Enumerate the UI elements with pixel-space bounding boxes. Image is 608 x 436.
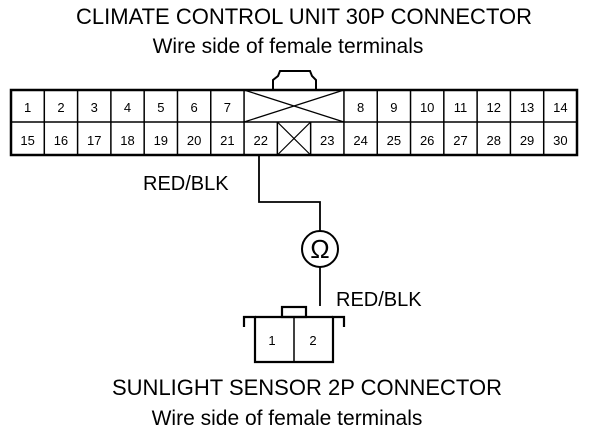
blocked-cavity-cross bbox=[276, 121, 312, 156]
pin-30: 30 bbox=[553, 133, 567, 148]
pin-8: 8 bbox=[357, 100, 364, 115]
pin-27: 27 bbox=[453, 133, 467, 148]
sensor-pin-1: 1 bbox=[268, 333, 275, 348]
pin-23: 23 bbox=[320, 133, 334, 148]
ohm-icon: Ω bbox=[310, 234, 329, 264]
bottom-connector-subtitle: Wire side of female terminals bbox=[152, 407, 423, 430]
wire-label-upper: RED/BLK bbox=[143, 173, 229, 195]
pin-17: 17 bbox=[87, 133, 101, 148]
pin-28: 28 bbox=[487, 133, 501, 148]
pin-11: 11 bbox=[454, 100, 468, 115]
bottom-connector-title: SUNLIGHT SENSOR 2P CONNECTOR bbox=[112, 375, 502, 400]
pin-22: 22 bbox=[253, 133, 267, 148]
blocked-cavity-cross bbox=[243, 89, 345, 123]
pin-24: 24 bbox=[353, 133, 367, 148]
pin-16: 16 bbox=[54, 133, 68, 148]
pin-12: 12 bbox=[487, 100, 501, 115]
pin-18: 18 bbox=[120, 133, 134, 148]
pin-14: 14 bbox=[553, 100, 567, 115]
sunlight-sensor-connector bbox=[242, 305, 346, 364]
pin-21: 21 bbox=[220, 133, 234, 148]
pin-9: 9 bbox=[390, 100, 397, 115]
wire-pin22-to-meter bbox=[258, 155, 321, 231]
pin-5: 5 bbox=[157, 100, 164, 115]
pin-3: 3 bbox=[91, 100, 98, 115]
sensor-pin-2: 2 bbox=[309, 333, 316, 348]
top-connector-title: CLIMATE CONTROL UNIT 30P CONNECTOR bbox=[76, 4, 532, 29]
pin-10: 10 bbox=[420, 100, 434, 115]
pin-13: 13 bbox=[520, 100, 534, 115]
pin-4: 4 bbox=[124, 100, 131, 115]
ohmmeter-symbol: Ω bbox=[301, 230, 339, 268]
pin-1: 1 bbox=[24, 100, 31, 115]
pin-20: 20 bbox=[187, 133, 201, 148]
pin-15: 15 bbox=[20, 133, 34, 148]
pin-19: 19 bbox=[154, 133, 168, 148]
pin-25: 25 bbox=[387, 133, 401, 148]
pin-26: 26 bbox=[420, 133, 434, 148]
pin-6: 6 bbox=[191, 100, 198, 115]
pin-2: 2 bbox=[57, 100, 64, 115]
connector-latch bbox=[272, 70, 317, 90]
pin-29: 29 bbox=[520, 133, 534, 148]
pin-7: 7 bbox=[224, 100, 231, 115]
top-connector-subtitle: Wire side of female terminals bbox=[153, 35, 424, 58]
wire-label-lower: RED/BLK bbox=[336, 289, 422, 311]
